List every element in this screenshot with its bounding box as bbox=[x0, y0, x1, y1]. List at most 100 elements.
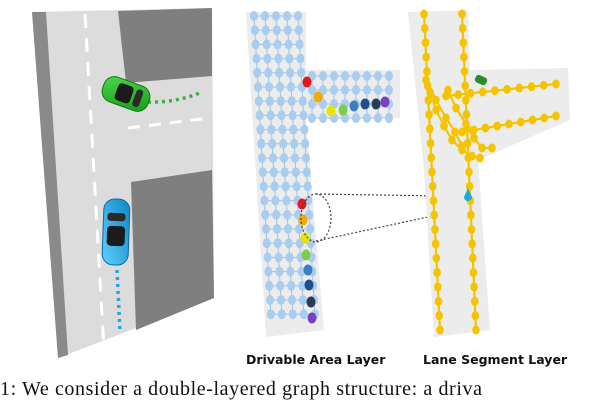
lane-node bbox=[460, 66, 469, 76]
lane-node bbox=[426, 87, 434, 97]
lane-node bbox=[440, 121, 448, 131]
drivable-node bbox=[295, 224, 303, 234]
drivable-node bbox=[264, 266, 273, 277]
highlighted-drivable-node bbox=[349, 100, 359, 112]
highlighted-drivable-node bbox=[297, 198, 307, 210]
drivable-node bbox=[319, 113, 327, 123]
green-car-trajectory bbox=[147, 90, 203, 104]
lane-node bbox=[478, 143, 486, 153]
drivable-node bbox=[277, 309, 286, 320]
lane-node bbox=[420, 23, 429, 33]
lane-node bbox=[435, 311, 444, 321]
drivable-node bbox=[319, 71, 327, 81]
drivable-node bbox=[305, 209, 314, 220]
drivable-node bbox=[308, 113, 316, 123]
drivable-node bbox=[308, 85, 316, 95]
drivable-node bbox=[299, 309, 308, 320]
lane-node bbox=[433, 268, 441, 278]
drivable-node bbox=[385, 113, 393, 123]
highlighted-drivable-node bbox=[371, 98, 381, 110]
drivable-node bbox=[271, 195, 280, 206]
drivable-node bbox=[250, 25, 259, 36]
drivable-node bbox=[296, 53, 305, 64]
highlighted-drivable-node bbox=[313, 91, 323, 103]
lane-node bbox=[465, 181, 474, 191]
drivable-node bbox=[341, 71, 349, 81]
drivable-node bbox=[288, 309, 297, 320]
drivable-node bbox=[287, 82, 295, 92]
drivable-node bbox=[269, 167, 278, 178]
lane-node bbox=[466, 88, 475, 98]
drivable-node bbox=[275, 67, 284, 78]
drivable-node bbox=[291, 167, 300, 178]
drivable-node bbox=[268, 138, 277, 149]
lane-node bbox=[468, 151, 476, 161]
lane-node bbox=[426, 138, 435, 148]
drivable-graph-nodes bbox=[250, 11, 393, 324]
horizontal-lane-markings bbox=[127, 116, 211, 130]
lane-node bbox=[444, 85, 452, 95]
lane-node bbox=[465, 167, 473, 177]
drivable-node bbox=[352, 71, 360, 81]
lane-node bbox=[468, 239, 476, 249]
highlighted-drivable-node bbox=[360, 98, 370, 110]
drivable-node bbox=[276, 280, 285, 291]
drivable-area-panel bbox=[246, 11, 443, 337]
drivable-node bbox=[330, 71, 338, 81]
drivable-node bbox=[258, 153, 266, 163]
drivable-node bbox=[283, 25, 292, 36]
drivable-node bbox=[284, 224, 292, 234]
lane-node bbox=[431, 239, 440, 249]
lane-node bbox=[421, 38, 430, 48]
drivable-node bbox=[306, 224, 314, 234]
drivable-node bbox=[270, 181, 279, 192]
vertical-lane-markings bbox=[83, 13, 106, 351]
lane-node bbox=[478, 87, 487, 97]
lane-node bbox=[528, 115, 537, 125]
highlighted-drivable-node bbox=[326, 105, 336, 117]
highlighted-drivable-node bbox=[380, 96, 390, 108]
lane-node bbox=[462, 119, 470, 129]
lane-blue-car-icon bbox=[464, 188, 472, 201]
drivable-node bbox=[277, 110, 286, 121]
top-right-block bbox=[118, 8, 212, 83]
left-sidewalk-block bbox=[32, 12, 68, 358]
lane-node bbox=[422, 75, 430, 85]
drivable-node bbox=[254, 82, 262, 92]
drivable-node bbox=[299, 295, 307, 305]
drivable-node bbox=[288, 295, 296, 305]
drivable-node bbox=[282, 195, 291, 206]
figure-caption: 1: We consider a double-layered graph st… bbox=[0, 378, 483, 400]
lane-node bbox=[516, 117, 525, 127]
drivable-node bbox=[267, 124, 276, 135]
drivable-node bbox=[266, 295, 274, 305]
drivable-node bbox=[273, 224, 281, 234]
drivable-node bbox=[252, 53, 261, 64]
lane-node bbox=[515, 83, 524, 93]
drivable-node bbox=[287, 280, 296, 291]
lane-node bbox=[470, 282, 478, 292]
lane-node bbox=[452, 103, 460, 113]
highlighted-drivable-node bbox=[302, 76, 312, 88]
road-scene-panel bbox=[32, 8, 214, 358]
lane-node bbox=[503, 84, 511, 94]
lane-node bbox=[428, 181, 437, 191]
highlighted-drivable-node bbox=[304, 279, 314, 291]
drivable-node bbox=[280, 153, 288, 163]
drivable-node bbox=[261, 25, 270, 36]
drivable-area-background bbox=[246, 12, 400, 337]
drivable-node bbox=[374, 113, 382, 123]
lane-node bbox=[425, 110, 433, 120]
drivable-node bbox=[294, 25, 303, 36]
drivable-node bbox=[308, 99, 316, 109]
drivable-node bbox=[288, 110, 297, 121]
drivable-node bbox=[258, 167, 267, 178]
drivable-node bbox=[363, 85, 371, 95]
drivable-node bbox=[257, 138, 266, 149]
highlighted-drivable-node bbox=[300, 232, 310, 244]
drivable-node bbox=[275, 266, 284, 277]
drivable-node bbox=[285, 252, 294, 263]
lane-node bbox=[458, 127, 466, 137]
drivable-area-layer-label: Drivable Area Layer bbox=[246, 352, 386, 367]
